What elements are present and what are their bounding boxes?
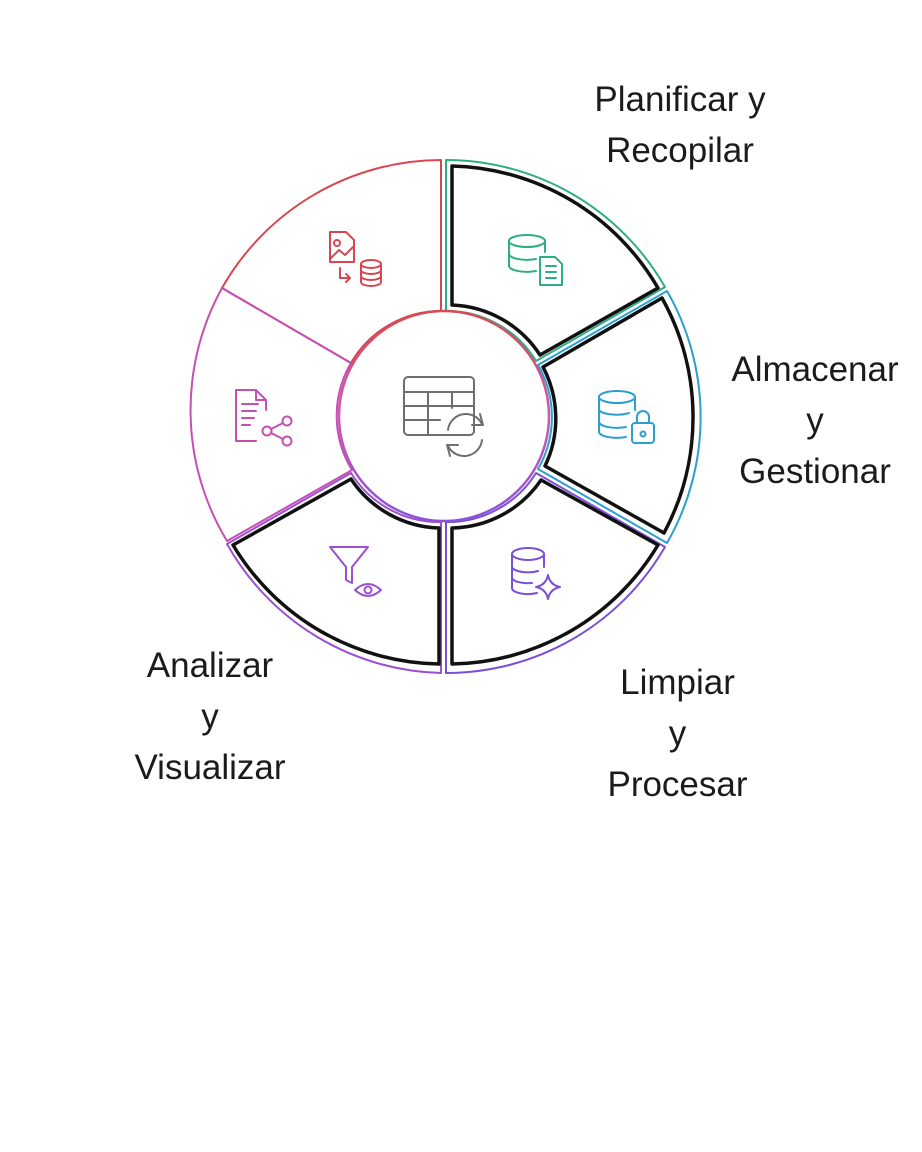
stage-label-analyze-line3: Visualizar [134, 748, 286, 787]
segment-clean-border [445, 472, 666, 675]
segment-analyze-border [226, 472, 442, 674]
segment-store [541, 296, 695, 535]
segment-store-border [537, 290, 702, 544]
table-sync-icon [403, 376, 484, 457]
center-circle [337, 309, 551, 523]
database-document-icon [508, 234, 563, 286]
stage-label-analyze: Analizar y Visualizar [105, 640, 315, 793]
stage-label-clean-line1: Limpiar [620, 663, 735, 702]
stage-label-plan-line2: Recopilar [606, 131, 754, 170]
database-lock-icon [598, 390, 655, 444]
stage-label-analyze-line1: Analizar [146, 646, 274, 685]
stage-label-plan: Planificar y Recopilar [560, 74, 800, 176]
stage-label-store-line3: Gestionar [739, 452, 891, 491]
stage-label-clean: Limpiar y Procesar [565, 657, 790, 810]
stage-label-plan-line1: Planificar y [594, 80, 766, 119]
stage-label-store-line1: Almacenar [731, 350, 899, 389]
stage-label-clean-line2: y [668, 714, 687, 753]
segment-analyze [231, 477, 441, 666]
stage-label-clean-line3: Procesar [607, 765, 748, 804]
stage-label-analyze-line2: y [201, 697, 219, 736]
filter-eye-icon [329, 546, 382, 597]
database-sparkle-icon [510, 547, 561, 600]
document-share-icon [235, 389, 293, 447]
stage-label-store: Almacenar y Gestionar [705, 344, 922, 497]
segment-plan [450, 164, 660, 357]
stage-label-store-line2: y [806, 401, 824, 440]
segment-report [189, 287, 353, 542]
image-to-database-icon [329, 231, 382, 287]
segment-clean [450, 478, 660, 666]
